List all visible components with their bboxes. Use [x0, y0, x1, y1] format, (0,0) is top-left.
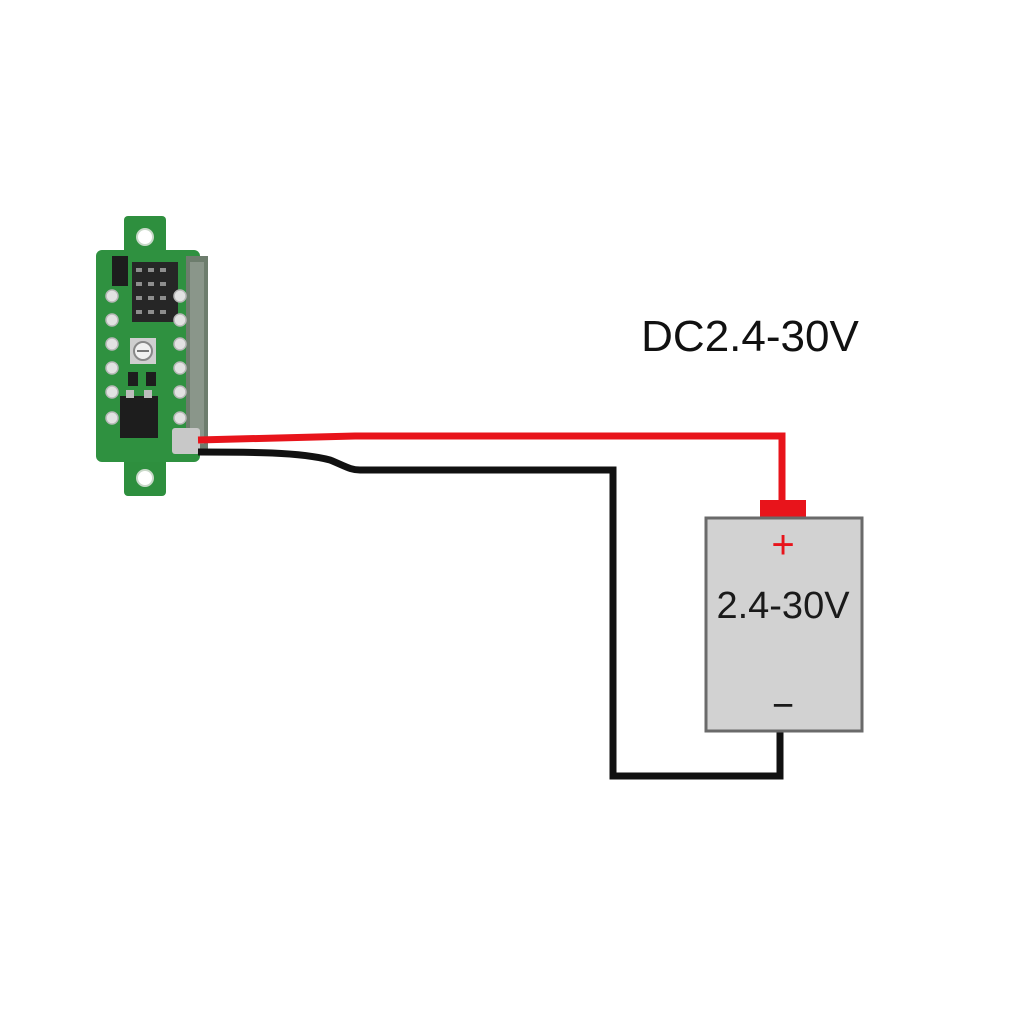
battery-plus-sign: +: [771, 523, 794, 567]
voltmeter-module: [96, 216, 208, 496]
battery-body: [704, 516, 864, 733]
solder-pads-left: [105, 289, 119, 425]
battery-positive-terminal: [760, 500, 806, 518]
supply-voltage-label: DC2.4-30V: [641, 312, 859, 361]
voltage-regulator: [120, 396, 158, 438]
positive-wire: [197, 432, 786, 500]
ic-chip: [112, 256, 128, 286]
battery-minus-sign: −: [772, 685, 794, 727]
mounting-hole-top: [136, 228, 154, 246]
negative-wire: [197, 448, 784, 780]
trimmer-potentiometer: [130, 338, 156, 364]
battery-voltage-label: 2.4-30V: [716, 585, 850, 627]
battery: [704, 500, 864, 733]
mounting-hole-bottom: [136, 469, 154, 487]
